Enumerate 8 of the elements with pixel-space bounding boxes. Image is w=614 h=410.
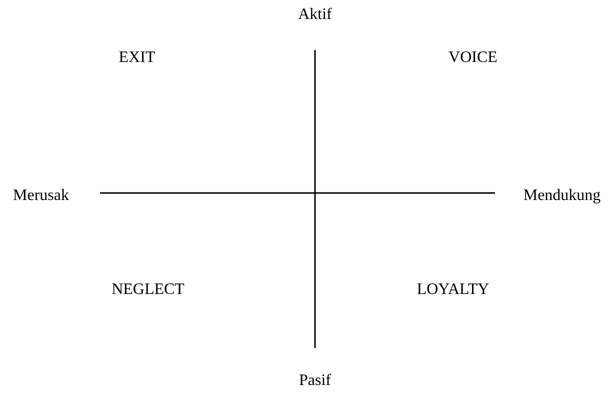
- quadrant-label: EXIT: [118, 49, 156, 67]
- quadrant-label: LOYALTY: [416, 281, 490, 299]
- axis-label: Aktif: [298, 6, 332, 24]
- axis-label: Merusak: [13, 187, 69, 205]
- quadrant-label: VOICE: [448, 49, 498, 67]
- axis-label: Pasif: [299, 372, 331, 390]
- quadrant-label: NEGLECT: [112, 281, 184, 299]
- axis-label: Mendukung: [523, 187, 601, 205]
